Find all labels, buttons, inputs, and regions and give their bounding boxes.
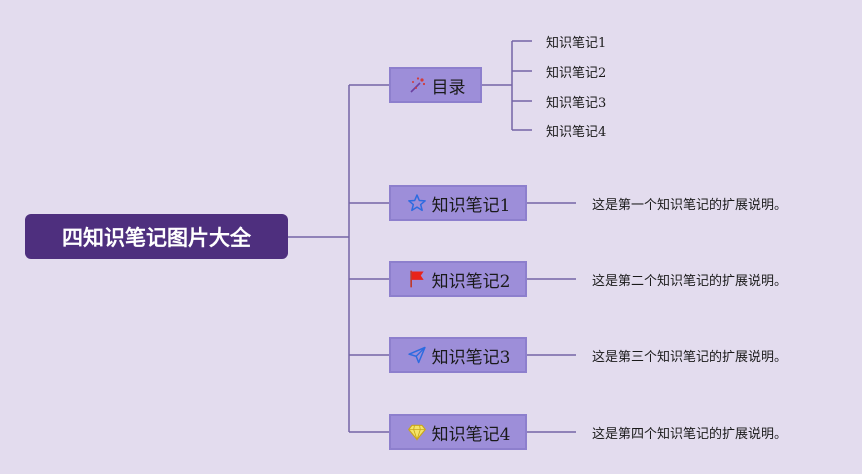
note-desc-4: 这是第四个知识笔记的扩展说明。: [592, 427, 788, 442]
note-desc-3: 这是第三个知识笔记的扩展说明。: [592, 350, 788, 365]
magic-wand-icon: [406, 74, 428, 96]
note-label-2: 知识笔记2: [431, 271, 511, 292]
note-node-3[interactable]: 知识笔记3: [389, 337, 527, 373]
note-node-4[interactable]: 知识笔记4: [389, 414, 527, 450]
note-node-1[interactable]: 知识笔记1: [389, 185, 527, 221]
note-desc-1: 这是第一个知识笔记的扩展说明。: [592, 198, 788, 213]
star-icon: [406, 192, 428, 214]
catalog-node[interactable]: 目录: [389, 67, 482, 103]
root-title: 四知识笔记图片大全: [62, 225, 251, 250]
diamond-icon: [406, 421, 428, 443]
note-label-4: 知识笔记4: [431, 424, 511, 445]
catalog-item-4[interactable]: 知识笔记4: [546, 125, 607, 140]
catalog-item-1[interactable]: 知识笔记1: [546, 36, 607, 51]
catalog-item-3[interactable]: 知识笔记3: [546, 96, 607, 111]
paper-plane-icon: [406, 344, 428, 366]
note-desc-2: 这是第二个知识笔记的扩展说明。: [592, 274, 788, 289]
note-node-2[interactable]: 知识笔记2: [389, 261, 527, 297]
root-node[interactable]: 四知识笔记图片大全: [25, 214, 288, 259]
note-label-1: 知识笔记1: [431, 195, 511, 216]
catalog-item-2[interactable]: 知识笔记2: [546, 66, 607, 81]
catalog-label: 目录: [431, 77, 466, 98]
flag-icon: [406, 268, 428, 290]
note-label-3: 知识笔记3: [431, 347, 511, 368]
